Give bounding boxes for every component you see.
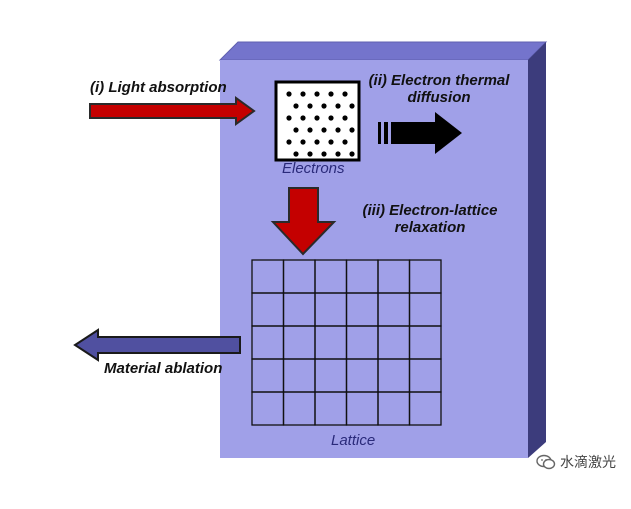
relaxation-line2: relaxation (394, 219, 466, 236)
electron-dot (286, 91, 292, 97)
electron-dot (321, 127, 327, 133)
lattice-label: Lattice (331, 432, 376, 449)
electron-dot (314, 139, 320, 145)
electron-dot (349, 151, 355, 157)
electron-dot (293, 151, 299, 157)
relaxation-arrow (270, 187, 337, 256)
electron-dot (321, 151, 327, 157)
electron-dot (307, 151, 313, 157)
electron-dot (300, 139, 306, 145)
electron-dot (335, 103, 341, 109)
electron-dot (349, 103, 355, 109)
watermark: 水滴激光 (536, 452, 616, 472)
slab-side-face (528, 42, 546, 458)
electron-dots (286, 91, 355, 157)
electron-dot (286, 115, 292, 121)
ablation-label: Material ablation (104, 360, 223, 377)
lattice-grid (251, 259, 442, 426)
electron-dot (342, 139, 348, 145)
electron-dot (342, 115, 348, 121)
electron-dot (335, 151, 341, 157)
light-absorption-arrow (89, 96, 256, 126)
electron-dot (335, 127, 341, 133)
electron-dot (349, 127, 355, 133)
thermal-diffusion-label: (ii) Electron thermal diffusion (356, 72, 522, 106)
electron-dot (314, 115, 320, 121)
thermal-diffusion-line1: (ii) Electron thermal (368, 72, 510, 89)
watermark-text: 水滴激光 (560, 455, 616, 471)
relaxation-label: (iii) Electron-lattice relaxation (350, 202, 510, 236)
slab-front-face (220, 60, 528, 458)
thermal-diffusion-arrow (378, 112, 462, 154)
electron-dot (307, 127, 313, 133)
lattice-cell (408, 391, 442, 426)
electron-dot (300, 115, 306, 121)
electron-dot (293, 103, 299, 109)
light-absorption-label: (i) Light absorption (90, 79, 227, 96)
slab-top-face (218, 41, 548, 61)
electron-dot (328, 115, 334, 121)
wechat-icon (536, 454, 556, 470)
electron-dot (321, 103, 327, 109)
electron-dot (314, 91, 320, 97)
electrons-label: Electrons (282, 160, 345, 177)
electron-dot (293, 127, 299, 133)
thermal-diffusion-line2: diffusion (407, 89, 471, 106)
electron-dot (300, 91, 306, 97)
electron-dot (328, 139, 334, 145)
electron-dot (328, 91, 334, 97)
electron-dot (286, 139, 292, 145)
electron-dot (307, 103, 313, 109)
ablation-arrow (73, 328, 241, 362)
electron-dot (342, 91, 348, 97)
relaxation-line1: (iii) Electron-lattice (362, 202, 498, 219)
